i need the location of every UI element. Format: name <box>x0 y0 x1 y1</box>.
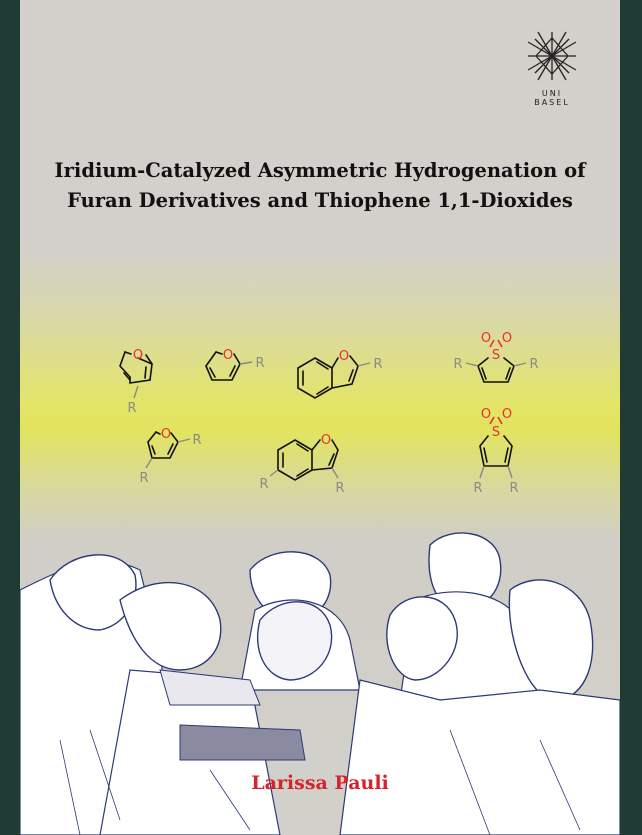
r-label: R <box>259 477 268 492</box>
chemical-structures: .b { stroke: #111; stroke-width: 1.6; fi… <box>119 331 539 496</box>
thesis-title: Iridium-Catalyzed Asymmetric Hydrogenati… <box>20 156 620 216</box>
oxygen-label: O <box>321 433 331 448</box>
thesis-cover: UNI BASEL Iridium-Catalyzed Asymmetric H… <box>20 0 620 835</box>
oxygen-label: O <box>481 407 491 422</box>
r-label: R <box>373 357 382 372</box>
logo-text-uni: UNI <box>541 89 563 98</box>
molecule-2-substituted-furan: O R <box>205 348 265 381</box>
oxygen-label: O <box>223 348 233 363</box>
uni-basel-star-icon <box>527 31 577 81</box>
audience-sketch-illustration <box>20 532 620 835</box>
sulfur-label: S <box>492 425 500 440</box>
r-label: R <box>192 433 201 448</box>
r-label: R <box>509 481 518 496</box>
university-logo: UNI BASEL <box>524 28 580 110</box>
r-label: R <box>255 356 264 371</box>
r-label: R <box>473 481 482 496</box>
author-name: Larissa Pauli <box>251 772 389 794</box>
r-label: R <box>335 481 344 496</box>
r-label: R <box>139 471 148 486</box>
molecule-thiophene-dioxide-3-4: O O S R R <box>473 407 518 496</box>
molecule-thiophene-dioxide-2-5: O O S R R <box>453 331 539 383</box>
oxygen-label: O <box>481 331 491 346</box>
molecule-3-substituted-furan: O R <box>119 348 153 416</box>
title-line-1: Iridium-Catalyzed Asymmetric Hydrogenati… <box>54 159 586 182</box>
sulfur-label: S <box>492 348 500 363</box>
oxygen-label: O <box>339 349 349 364</box>
oxygen-label: O <box>502 407 512 422</box>
r-label: R <box>529 357 538 372</box>
oxygen-label: O <box>133 348 143 363</box>
molecule-2-4-disubstituted-furan: O R R <box>139 427 201 486</box>
oxygen-label: O <box>502 331 512 346</box>
molecule-3-substituted-benzofuran: O R R <box>259 433 344 496</box>
molecule-2-substituted-benzofuran: O R <box>297 349 383 399</box>
r-label: R <box>453 357 462 372</box>
logo-text-basel: BASEL <box>534 98 570 107</box>
oxygen-label: O <box>161 427 171 442</box>
title-line-2: Furan Derivatives and Thiophene 1,1-Diox… <box>67 189 573 212</box>
r-label: R <box>127 401 136 416</box>
